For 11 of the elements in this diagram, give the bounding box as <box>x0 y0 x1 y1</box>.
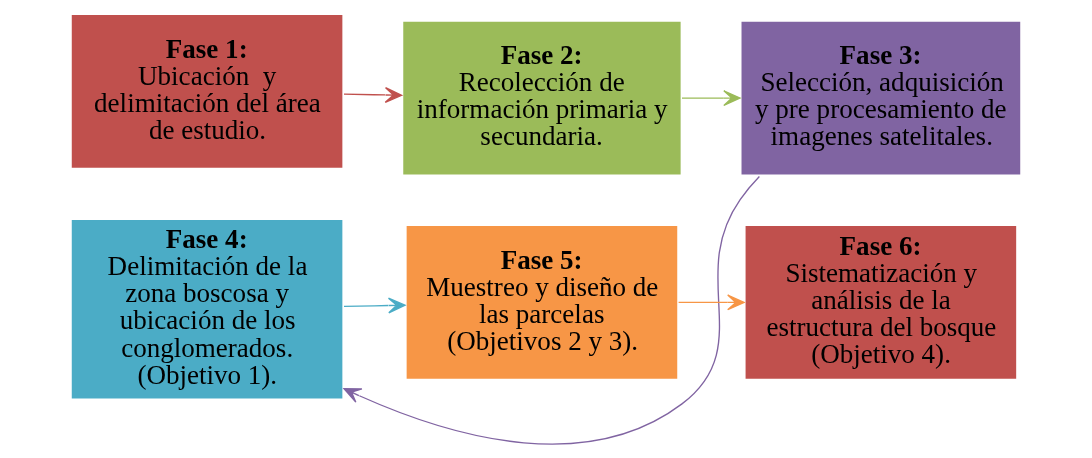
node-box: Fase 1: Ubicación y delimitación del área de estudio. <box>69 12 346 171</box>
arrow <box>681 90 741 107</box>
node-box: Fase 2: Recolección de información primaria y secundaria. <box>400 18 684 178</box>
arrow <box>343 86 403 103</box>
arrow <box>343 297 406 314</box>
node-box: Fase 5: Muestreo y diseño de las parcelas (Objetivos 2 y 3). <box>403 223 680 382</box>
arrow <box>343 175 761 445</box>
node-box: Fase 6: Sistematización y análisis de la estructura del bosque (Objetivo 4). <box>742 223 1019 382</box>
node-box: Fase 4: Delimitación de la zona boscosa y ubicación de los conglomerados. (Objetivo 1). <box>69 217 346 402</box>
arrow <box>677 294 745 311</box>
node-box: Fase 3: Selección, adquisición y pre procesamiento de imagenes satelitales. <box>738 18 1023 178</box>
